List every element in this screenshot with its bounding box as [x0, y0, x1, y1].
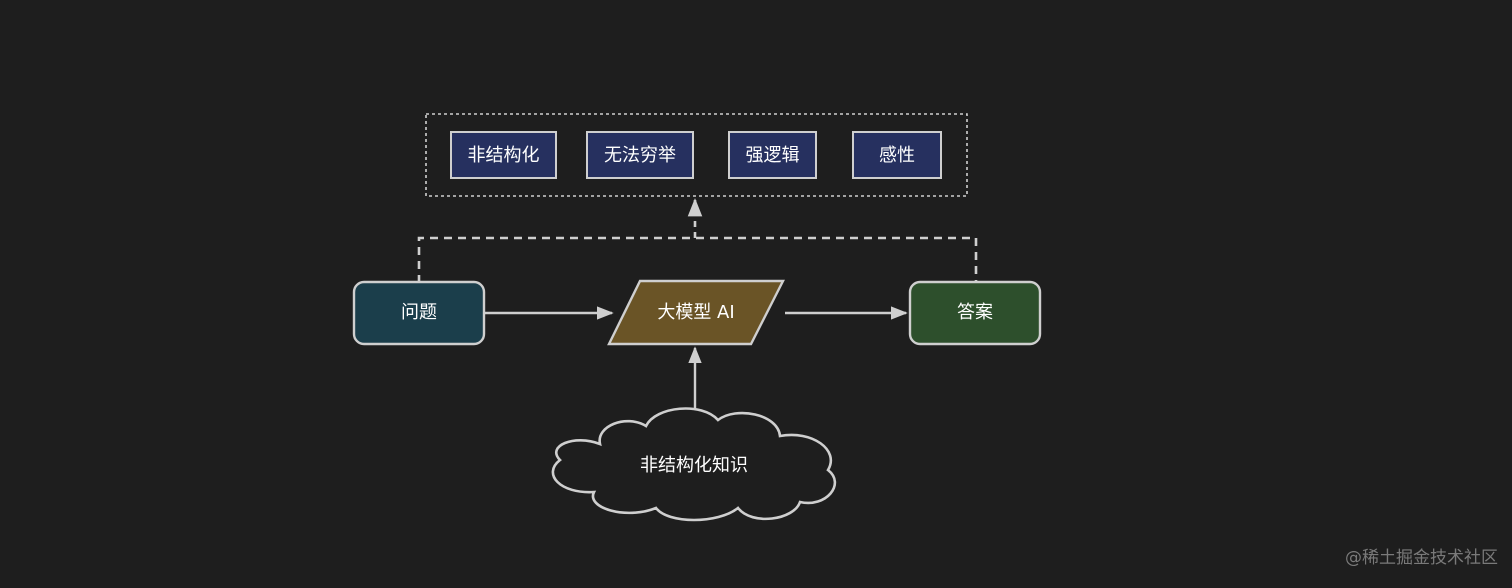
question-label: 问题: [401, 302, 437, 323]
trait-box: 非结构化: [450, 131, 557, 179]
trait-label: 无法穷举: [604, 145, 676, 166]
answer-label: 答案: [957, 302, 993, 323]
trait-box: 强逻辑: [728, 131, 817, 179]
knowledge-label: 非结构化知识: [640, 455, 748, 476]
model-label: 大模型 AI: [657, 302, 734, 323]
trait-label: 非结构化: [468, 145, 540, 166]
trait-label: 强逻辑: [746, 145, 800, 166]
traits-group-frame: [425, 113, 968, 197]
model-node: 大模型 AI: [607, 279, 785, 346]
trait-box: 感性: [852, 131, 942, 179]
question-to-traits-dashed-line: [417, 236, 978, 283]
question-node: 问题: [352, 280, 486, 346]
trait-label: 感性: [879, 145, 915, 166]
watermark: @稀土掘金技术社区: [1345, 548, 1498, 568]
knowledge-cloud: 非结构化知识: [551, 407, 837, 522]
answer-node: 答案: [908, 280, 1042, 346]
trait-box: 无法穷举: [586, 131, 694, 179]
